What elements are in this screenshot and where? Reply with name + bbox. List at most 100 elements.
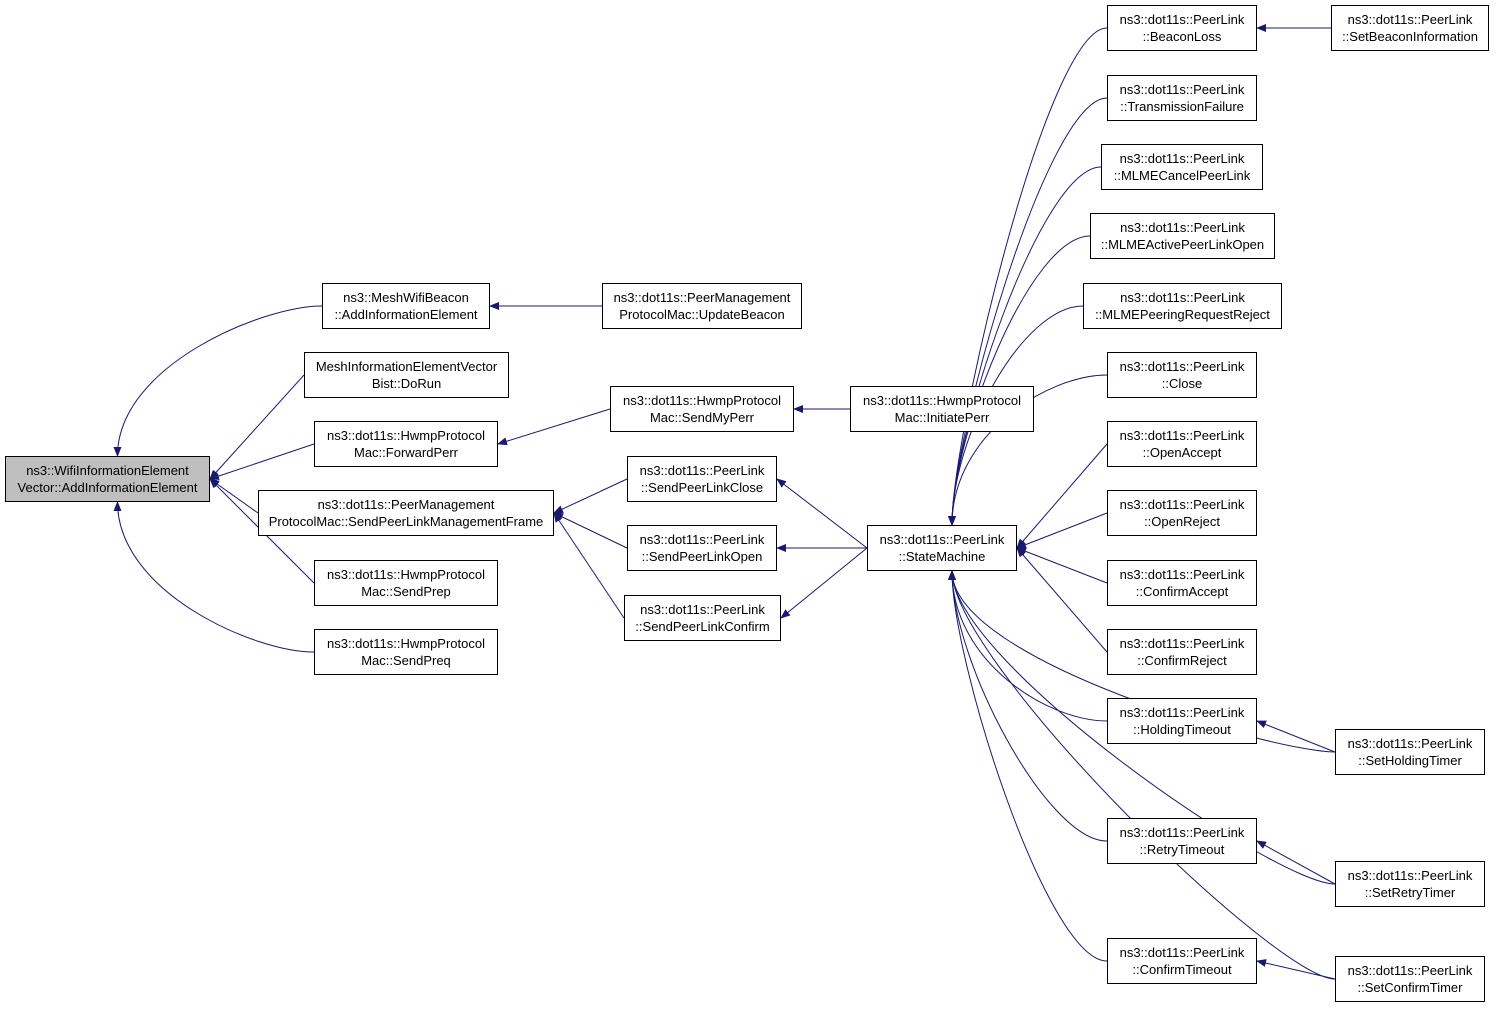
- node-peer-link-send-peer-link-confirm[interactable]: ns3::dot11s::PeerLink ::SendPeerLinkConf…: [624, 595, 781, 641]
- node-label-line: ns3::dot11s::PeerLink: [1120, 220, 1245, 235]
- edge-pl_mlme_peering_reject-to-pl_state_machine: [948, 305, 1084, 526]
- edge-pmp_send_mgmt-to-root: [209, 478, 259, 514]
- node-peer-link-set-holding-timer[interactable]: ns3::dot11s::PeerLink ::SetHoldingTimer: [1335, 729, 1485, 775]
- edge-pl_holding_timeout-to-pl_state_machine: [948, 570, 1108, 722]
- edge-hwmp_forward_perr-to-root: [209, 443, 315, 480]
- node-peer-link-close[interactable]: ns3::dot11s::PeerLink ::Close: [1107, 352, 1257, 398]
- edge-mesh_ie_vector-to-root: [209, 374, 305, 480]
- node-label-line: ProtocolMac::SendPeerLinkManagementFrame: [268, 514, 544, 529]
- node-label-line: ns3::dot11s::PeerLink: [879, 532, 1005, 547]
- node-peer-link-set-beacon-information[interactable]: ns3::dot11s::PeerLink ::SetBeaconInforma…: [1331, 5, 1489, 51]
- node-label-line: ns3::dot11s::PeerLink: [1120, 290, 1245, 305]
- node-label-line: ns3::dot11s::PeerLink: [1119, 12, 1245, 27]
- node-label-line: ::ConfirmTimeout: [1132, 962, 1232, 977]
- edge-pl_retry_timeout-to-pl_state_machine: [948, 570, 1108, 842]
- edge-hwmp_send_preq-to-root: [113, 501, 315, 653]
- edge-pl_mlme_cancel-to-pl_state_machine: [948, 166, 1102, 526]
- node-peer-link-confirm-accept[interactable]: ns3::dot11s::PeerLink ::ConfirmAccept: [1107, 560, 1257, 606]
- node-peer-link-state-machine[interactable]: ns3::dot11s::PeerLink ::StateMachine: [867, 525, 1017, 571]
- node-label-line: ns3::dot11s::PeerLink: [1119, 82, 1245, 97]
- node-peer-link-send-peer-link-close[interactable]: ns3::dot11s::PeerLink ::SendPeerLinkClos…: [627, 456, 777, 502]
- node-peer-link-mlme-active-peer-link-open[interactable]: ns3::dot11s::PeerLink ::MLMEActivePeerLi…: [1090, 213, 1275, 259]
- node-label-line: ::SendPeerLinkOpen: [641, 549, 763, 564]
- edge-pl_set_retry_timer-to-pl_state_machine: [948, 570, 1336, 885]
- edge-pl_open_reject-to-pl_state_machine: [1016, 512, 1108, 549]
- node-peer-management-protocol-mac-update-beacon[interactable]: ns3::dot11s::PeerManagement ProtocolMac:…: [602, 283, 802, 329]
- node-peer-management-protocol-mac-send-peer-link-management-frame[interactable]: ns3::dot11s::PeerManagement ProtocolMac:…: [258, 490, 554, 536]
- node-label-line: ns3::dot11s::PeerManagement: [613, 290, 791, 305]
- edge-pl_set_retry_timer-to-pl_retry_timeout: [1256, 840, 1336, 885]
- node-label-line: ns3::dot11s::HwmpProtocol: [623, 393, 781, 408]
- node-hwmp-protocol-mac-forward-perr[interactable]: ns3::dot11s::HwmpProtocol Mac::ForwardPe…: [314, 421, 498, 467]
- node-label-line: ns3::dot11s::PeerLink: [1347, 736, 1473, 751]
- node-label-line: ::SetBeaconInformation: [1342, 29, 1478, 44]
- node-label-line: ns3::dot11s::PeerLink: [1119, 636, 1245, 651]
- node-peer-link-beacon-loss[interactable]: ns3::dot11s::PeerLink ::BeaconLoss: [1107, 5, 1257, 51]
- node-label-line: Vector::AddInformationElement: [17, 480, 198, 495]
- node-label-line: ns3::dot11s::PeerLink: [1119, 567, 1245, 582]
- node-peer-link-mlme-cancel-peer-link[interactable]: ns3::dot11s::PeerLink ::MLMECancelPeerLi…: [1101, 144, 1263, 190]
- edge-pl_set_confirm_timer-to-pl_confirm_timeout: [1256, 959, 1336, 980]
- edge-pl_send_close-to-pmp_send_mgmt: [553, 478, 628, 514]
- node-label-line: ns3::dot11s::PeerLink: [1119, 151, 1245, 166]
- node-label-line: ns3::dot11s::PeerLink: [1347, 12, 1473, 27]
- node-label-line: ::SetConfirmTimer: [1357, 980, 1463, 995]
- node-label-line: ::ConfirmAccept: [1135, 584, 1229, 599]
- edge-pl_set_holding_timer-to-pl_state_machine: [948, 570, 1336, 753]
- node-peer-link-mlme-peering-request-reject[interactable]: ns3::dot11s::PeerLink ::MLMEPeeringReque…: [1083, 283, 1282, 329]
- node-label-line: ns3::dot11s::PeerManagement: [317, 497, 495, 512]
- node-hwmp-protocol-mac-send-prep[interactable]: ns3::dot11s::HwmpProtocol Mac::SendPrep: [314, 560, 498, 606]
- node-peer-link-confirm-reject[interactable]: ns3::dot11s::PeerLink ::ConfirmReject: [1107, 629, 1257, 675]
- edge-pl_state_machine-to-pl_send_close: [776, 478, 868, 549]
- node-label-line: Mac::SendPrep: [361, 584, 451, 599]
- edge-pl_set_holding_timer-to-pl_holding_timeout: [1256, 720, 1336, 753]
- node-peer-link-set-retry-timer[interactable]: ns3::dot11s::PeerLink ::SetRetryTimer: [1335, 861, 1485, 907]
- node-peer-link-retry-timeout[interactable]: ns3::dot11s::PeerLink ::RetryTimeout: [1107, 818, 1257, 864]
- node-label-line: ::MLMECancelPeerLink: [1113, 168, 1251, 183]
- node-label-line: ::AddInformationElement: [334, 307, 478, 322]
- node-label-line: ns3::dot11s::PeerLink: [1119, 825, 1245, 840]
- node-hwmp-protocol-mac-initiate-perr[interactable]: ns3::dot11s::HwmpProtocol Mac::InitiateP…: [850, 386, 1034, 432]
- node-label-line: ::Close: [1161, 376, 1203, 391]
- node-label-line: ns3::dot11s::PeerLink: [1119, 497, 1245, 512]
- node-label-line: ::ConfirmReject: [1137, 653, 1227, 668]
- node-label-line: ns3::dot11s::PeerLink: [1119, 945, 1245, 960]
- node-peer-link-confirm-timeout[interactable]: ns3::dot11s::PeerLink ::ConfirmTimeout: [1107, 938, 1257, 984]
- node-label-line: ::MLMEActivePeerLinkOpen: [1100, 237, 1265, 252]
- edge-pl_open_accept-to-pl_state_machine: [1016, 443, 1108, 549]
- node-label-line: ::BeaconLoss: [1142, 29, 1222, 44]
- node-label-line: ::MLMEPeeringRequestReject: [1095, 307, 1270, 322]
- node-label-line: ::SendPeerLinkConfirm: [635, 619, 770, 634]
- edge-pl_mlme_active_open-to-pl_state_machine: [948, 235, 1091, 526]
- edge-mesh_beacon-to-root: [113, 305, 323, 457]
- node-label-line: ns3::MeshWifiBeacon: [343, 290, 469, 305]
- node-label-line: Mac::ForwardPerr: [353, 445, 459, 460]
- node-wifi-information-element-vector-add-information-element: ns3::WifiInformationElement Vector::AddI…: [5, 456, 210, 502]
- node-label-line: ns3::dot11s::PeerLink: [1119, 359, 1245, 374]
- node-peer-link-open-reject[interactable]: ns3::dot11s::PeerLink ::OpenReject: [1107, 490, 1257, 536]
- node-peer-link-send-peer-link-open[interactable]: ns3::dot11s::PeerLink ::SendPeerLinkOpen: [627, 525, 777, 571]
- node-label-line: ::SendPeerLinkClose: [640, 480, 764, 495]
- node-label-line: Bist::DoRun: [371, 376, 442, 391]
- node-mesh-information-element-vector-bist-do-run[interactable]: MeshInformationElementVector Bist::DoRun: [304, 352, 509, 398]
- node-label-line: ::RetryTimeout: [1139, 842, 1225, 857]
- node-mesh-wifi-beacon-add-information-element[interactable]: ns3::MeshWifiBeacon ::AddInformationElem…: [322, 283, 490, 329]
- node-peer-link-open-accept[interactable]: ns3::dot11s::PeerLink ::OpenAccept: [1107, 421, 1257, 467]
- node-label-line: ns3::dot11s::PeerLink: [639, 463, 765, 478]
- edge-pl_state_machine-to-pl_send_confirm: [780, 547, 868, 619]
- node-hwmp-protocol-mac-send-preq[interactable]: ns3::dot11s::HwmpProtocol Mac::SendPreq: [314, 629, 498, 675]
- edge-pl_set_confirm_timer-to-pl_state_machine: [948, 570, 1336, 980]
- node-label-line: ::SetHoldingTimer: [1358, 753, 1462, 768]
- node-label-line: Mac::SendMyPerr: [649, 410, 755, 425]
- node-label-line: ::HoldingTimeout: [1133, 722, 1231, 737]
- node-peer-link-transmission-failure[interactable]: ns3::dot11s::PeerLink ::TransmissionFail…: [1107, 75, 1257, 121]
- edge-pl_send_confirm-to-pmp_send_mgmt: [553, 512, 625, 619]
- node-hwmp-protocol-mac-send-my-perr[interactable]: ns3::dot11s::HwmpProtocol Mac::SendMyPer…: [610, 386, 794, 432]
- node-peer-link-holding-timeout[interactable]: ns3::dot11s::PeerLink ::HoldingTimeout: [1107, 698, 1257, 744]
- node-peer-link-set-confirm-timer[interactable]: ns3::dot11s::PeerLink ::SetConfirmTimer: [1335, 956, 1485, 1002]
- node-label-line: ns3::dot11s::PeerLink: [1347, 963, 1473, 978]
- node-label-line: ProtocolMac::UpdateBeacon: [619, 307, 785, 322]
- edge-hwmp_send_my_perr-to-hwmp_forward_perr: [497, 408, 611, 446]
